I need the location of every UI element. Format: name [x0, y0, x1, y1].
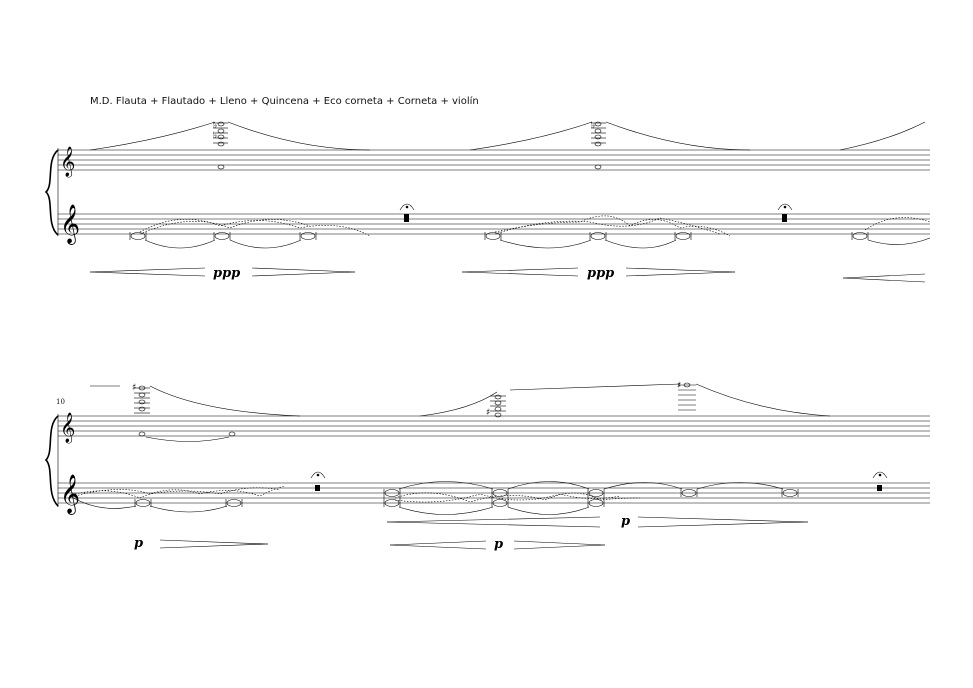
tie [145, 436, 230, 442]
dynamic-marking: p [621, 514, 631, 529]
staff-upper [58, 415, 930, 437]
tie [149, 505, 228, 513]
breve-note [781, 489, 799, 497]
staff-lower [58, 213, 930, 235]
slur [695, 383, 831, 417]
tie [229, 239, 302, 249]
wavy-line [864, 217, 931, 231]
wavy-line [139, 218, 371, 237]
hairpin-crescendo [389, 540, 487, 550]
fermata [872, 471, 888, 479]
slur [419, 391, 498, 417]
breve-note [484, 232, 502, 240]
breve-note [589, 232, 607, 240]
flat-sign: ♭ [213, 131, 217, 141]
sharp-sign: ♯ [132, 383, 136, 393]
slur [227, 121, 371, 151]
staff-lower [58, 482, 930, 504]
wavy-line [494, 215, 731, 237]
brace [44, 149, 59, 236]
note-cluster [678, 382, 696, 411]
hairpin-decrescendo [251, 267, 356, 277]
breve-note [680, 489, 698, 497]
hairpin-crescendo [842, 273, 926, 283]
breve-note [225, 499, 243, 507]
whole-note [228, 431, 236, 437]
treble-clef: 𝄞 [60, 146, 75, 178]
wavy-line [394, 493, 621, 503]
dynamic-marking: p [134, 536, 144, 551]
slur [149, 385, 301, 417]
hairpin-decrescendo [513, 540, 606, 550]
breve-note [674, 232, 692, 240]
measure-number: 10 [56, 398, 65, 406]
hairpin-crescendo [386, 516, 601, 528]
breve-note [129, 232, 147, 240]
rest [404, 214, 409, 222]
hairpin-crescendo [461, 267, 579, 277]
rest [877, 485, 882, 491]
hairpin-crescendo [89, 267, 206, 277]
sharp-sign: ♯ [677, 381, 681, 391]
tie [144, 239, 216, 249]
slur [605, 121, 751, 151]
breve-note [491, 489, 509, 507]
treble-clef: 𝄞 [60, 474, 80, 515]
breve-note [851, 232, 869, 240]
sharp-sign: ♯ [486, 408, 490, 418]
tie [398, 506, 494, 515]
note-cluster [490, 394, 506, 418]
tie [69, 495, 137, 509]
fermata [399, 203, 415, 211]
dynamic-marking: p [494, 537, 504, 552]
note-cluster [213, 121, 228, 170]
wavy-line [74, 487, 281, 497]
tie [398, 481, 494, 490]
dynamic-marking: ppp [213, 266, 241, 281]
tie [867, 237, 931, 245]
tie [603, 482, 683, 490]
fermata [310, 471, 326, 479]
dynamic-marking: ppp [587, 266, 615, 281]
hairpin-decrescendo [159, 539, 269, 549]
note-cluster [591, 121, 606, 170]
slur [839, 121, 926, 151]
breve-note [383, 489, 401, 507]
hairpin-decrescendo [625, 267, 736, 277]
flat-sign: ♭ [591, 121, 595, 131]
slur [469, 121, 593, 151]
breve-note [213, 232, 231, 240]
breve-note [299, 232, 317, 240]
treble-clef: 𝄞 [60, 204, 80, 245]
note-cluster [134, 385, 150, 437]
hairpin-decrescendo [637, 516, 809, 528]
rest [315, 485, 320, 491]
tie [696, 482, 784, 490]
wavy-line [494, 217, 721, 235]
brace [44, 415, 59, 507]
tie [507, 481, 590, 490]
tie [509, 383, 681, 391]
rest [782, 214, 787, 222]
tie [507, 506, 590, 515]
wavy-line [394, 492, 641, 503]
slur [89, 121, 216, 151]
breve-note [134, 499, 152, 507]
registration-text: M.D. Flauta + Flautado + Lleno + Quincen… [90, 96, 479, 107]
treble-clef: 𝄞 [60, 412, 75, 444]
staff-upper [58, 149, 930, 171]
tie [499, 239, 592, 249]
tie [604, 239, 677, 249]
fermata [777, 203, 793, 211]
wavy-line [139, 219, 311, 235]
flat-sign: ♭ [213, 121, 217, 131]
